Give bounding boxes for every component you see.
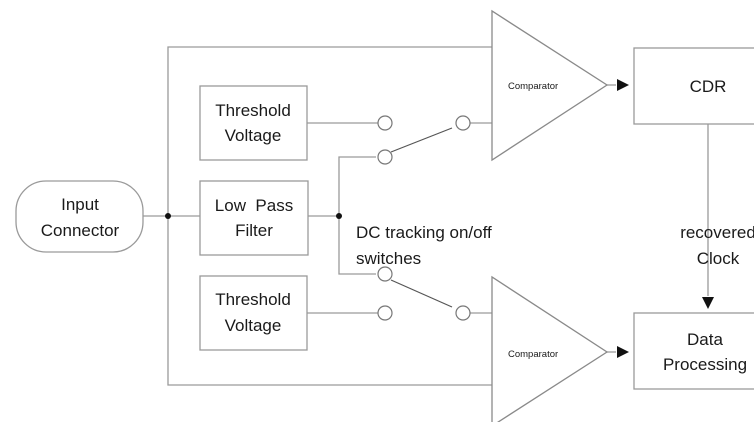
data-processing-box: [633, 312, 754, 390]
data-processing-line2: Processing: [663, 355, 747, 374]
threshold-voltage-top-line1: Threshold: [215, 101, 291, 120]
arrow-clock-down: [702, 297, 714, 309]
low-pass-filter: Low Pass Filter: [199, 180, 309, 256]
input-connector: Input Connector: [15, 180, 144, 253]
data-processing-line1: Data: [687, 330, 723, 349]
switch-contact-top-threshold: [377, 115, 393, 131]
wire-input-to-top-comparator: [167, 46, 492, 216]
wires: [143, 46, 709, 386]
comparator-top-label: Comparator: [508, 81, 558, 92]
arrow-to-data-processing: [617, 346, 629, 358]
threshold-voltage-bottom-line2: Voltage: [225, 316, 282, 335]
wire-junction-up: [338, 156, 376, 216]
recovered-clock-line2: Clock: [697, 249, 740, 268]
cdr: CDR: [633, 47, 754, 125]
threshold-voltage-top: Threshold Voltage: [199, 85, 308, 161]
switch-contact-bottom-common: [455, 305, 471, 321]
threshold-voltage-top-line2: Voltage: [225, 126, 282, 145]
input-junction-node: [165, 213, 171, 219]
switch-contact-top-lpf: [377, 149, 393, 165]
threshold-voltage-bottom-line1: Threshold: [215, 290, 291, 309]
switch-blade-bottom: [390, 279, 453, 308]
switches: [377, 115, 471, 321]
cdr-label: CDR: [690, 77, 727, 96]
switch-contact-top-common: [455, 115, 471, 131]
threshold-voltage-bottom-box: [199, 275, 308, 351]
comparator-bottom-label: Comparator: [508, 349, 558, 360]
threshold-voltage-top-box: [199, 85, 308, 161]
threshold-voltage-bottom: Threshold Voltage: [199, 275, 308, 351]
comparator-bottom-triangle: [491, 275, 609, 422]
comparator-top: Comparator: [491, 9, 609, 162]
switch-contact-bottom-threshold: [377, 305, 393, 321]
input-connector-label-line2: Connector: [41, 221, 120, 240]
lpf-junction-node: [336, 213, 342, 219]
data-processing: Data Processing: [633, 312, 754, 390]
comparator-top-triangle: [491, 9, 609, 162]
switch-blade-top: [390, 127, 453, 153]
low-pass-filter-line1: Low Pass: [215, 196, 293, 215]
recovered-clock-line1: recovered: [680, 223, 754, 242]
wire-input-to-bottom-comparator: [167, 216, 492, 386]
comparator-bottom: Comparator: [491, 275, 609, 422]
switch-note-line1: DC tracking on/off: [356, 223, 492, 242]
input-connector-label-line1: Input: [61, 195, 99, 214]
input-connector-shape: [15, 180, 144, 253]
wire-junction-down: [338, 216, 376, 275]
switch-note-line2: switches: [356, 249, 421, 268]
cdr-box: [633, 47, 754, 125]
switch-contact-bottom-lpf: [377, 266, 393, 282]
arrow-to-cdr: [617, 79, 629, 91]
low-pass-filter-box: [199, 180, 309, 256]
low-pass-filter-line2: Filter: [235, 221, 273, 240]
